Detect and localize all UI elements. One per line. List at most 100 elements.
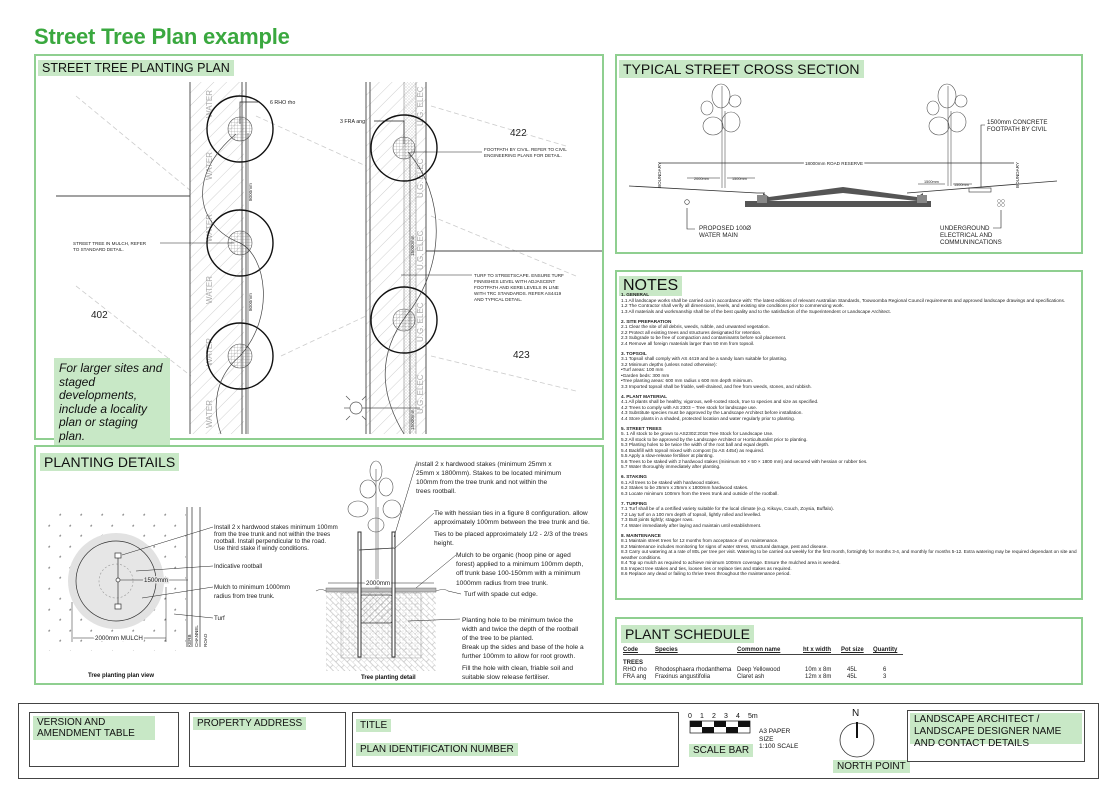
designer-box[interactable]: LANDSCAPE ARCHITECT / LANDSCAPE DESIGNER… [907, 710, 1085, 762]
stakes-plan-icon [114, 552, 122, 610]
notes-item: 4.2 Trees to comply with AS 2303 – Tree … [621, 404, 758, 410]
locality-plan-note: For larger sites and staged developments… [54, 358, 170, 447]
notes-item: 8.3 Carry out watering at a rate of 80L … [621, 549, 1077, 560]
page-title: Street Tree Plan example [34, 24, 290, 49]
svg-text:4: 4 [736, 713, 740, 720]
svg-text:25mm x 1800mm). Stakes to be l: 25mm x 1800mm). Stakes to be located min… [416, 470, 562, 477]
svg-text:WITH TRC STANDARDS. REFER AS44: WITH TRC STANDARDS. REFER AS4419 [474, 291, 562, 296]
svg-text:100mm from the tree trunk and: 100mm from the tree trunk and not within… [416, 479, 548, 486]
planting-details-drawing: ** 1500mm 2000mm MULCH [48, 460, 590, 681]
notes-item: 5.4 Backfill with topsoil mixed with com… [621, 447, 765, 453]
svg-text:Indicative rootball: Indicative rootball [214, 563, 262, 570]
lot-423: 423 [513, 350, 530, 361]
svg-text:Mulch to minimum 1000mm: Mulch to minimum 1000mm [214, 584, 290, 591]
svg-text:STREET TREE IN MULCH, REFER: STREET TREE IN MULCH, REFER [73, 241, 147, 246]
plan-dim-mulch: 2000mm MULCH [95, 635, 143, 642]
title-box[interactable]: TITLE PLAN IDENTIFICATION NUMBER [352, 712, 679, 767]
svg-text:U.G. ELEC: U.G. ELEC [416, 374, 425, 414]
svg-text:U.G. ELEC: U.G. ELEC [416, 302, 425, 342]
notes-section-heading: 1. GENERAL [621, 292, 650, 297]
mulch-layer [325, 587, 437, 593]
dim-right-tree: 1500mm [924, 180, 939, 184]
notes-item: 7.4 Water immediately after laying and m… [621, 522, 762, 528]
property-address-box[interactable]: PROPERTY ADDRESS [189, 712, 346, 767]
svg-text:U.G. ELEC: U.G. ELEC [416, 230, 425, 270]
fra-spacing-1: 15000mm [410, 235, 415, 256]
version-table-box[interactable]: VERSION AND AMENDMENT TABLE [29, 712, 179, 767]
svg-text:WATER: WATER [205, 276, 214, 304]
underground-label-1: UNDERGROUND [940, 225, 990, 232]
notes-item: 2.4 Remove all foreign materials larger … [621, 340, 755, 346]
notes-item: 5.7 Water thoroughly immediately after p… [621, 464, 721, 469]
svg-text:5m: 5m [748, 713, 758, 720]
svg-text:Install 2 x hardwood stakes mi: Install 2 x hardwood stakes minimum 100m… [214, 524, 338, 531]
notes-item: 4.1 All plants shall be healthy, vigorou… [621, 399, 819, 404]
svg-text:rootball. Install perpendicul: rootball. Install perpendicular to the r… [214, 538, 326, 545]
plant-schedule-table: Code Species Common name ht x width Pot … [623, 647, 903, 681]
notes-item: 3.2 Minimum depths (unless noted otherwi… [621, 361, 717, 367]
svg-text:FINNISHES LEVEL WITH ADJASCENT: FINNISHES LEVEL WITH ADJASCENT [474, 279, 555, 284]
boundary-right: BOUNDARY [1015, 162, 1020, 188]
fra-tree-2[interactable] [370, 286, 438, 354]
callout-turf: TURF TO STREETSCAPE. ENSURE TURF FINNISH… [401, 273, 564, 302]
svg-text:from the tree trunk and not wi: from the tree trunk and not within the t… [214, 531, 330, 538]
rho-spacing-2: 8000mm [248, 293, 253, 311]
water-main-label-2: WATER MAIN [699, 232, 738, 239]
fra-tree-label: 3 FRA ang [340, 119, 365, 125]
elec-line-labels: U.G. ELEC U.G. ELEC U.G. ELEC U.G. ELEC … [416, 86, 425, 414]
underground-label-2: ELECTRICAL AND [940, 232, 993, 239]
notes-item: 8.5 Inspect tree stakes and ties, loosen… [621, 565, 792, 571]
svg-text:height.: height. [434, 540, 454, 547]
svg-text:suitable slow release fertilis: suitable slow release fertiliser. [462, 674, 550, 681]
section-callout-mulch: Mulch to be organic (hoop pine or aged f… [415, 552, 583, 589]
plan-dim-radius: 1500mm [144, 577, 168, 584]
concrete-footpath [968, 187, 992, 193]
water-main-icon [684, 199, 690, 205]
svg-text:trees rootball.: trees rootball. [416, 488, 456, 495]
section-callout-stakes: Install 2 x hardwood stakes (minimum 25m… [393, 461, 562, 538]
notes-item: •Turf areas: 100 mm [621, 367, 664, 372]
table-row[interactable]: RHO rho Rhodosphaera rhodanthema Deep Ye… [623, 667, 887, 673]
notes-item: 2.1 Clear the site of all debris, weeds,… [621, 324, 770, 329]
notes-item: 5.5 Apply a slow-release fertiliser at p… [621, 453, 714, 458]
svg-text:2: 2 [712, 713, 716, 720]
svg-text:Use third stake if windy condi: Use third stake if windy conditions. [214, 545, 309, 552]
notes-item: 6.1 All trees to be staked with hardwood… [621, 479, 721, 485]
table-row[interactable]: FRA ang Fraxinus angustifolia Claret ash… [623, 674, 887, 680]
title-label: TITLE [356, 719, 392, 732]
svg-text:Ties to be placed approximatel: Ties to be placed approximately 1/2 - 2/… [434, 531, 588, 538]
plant-schedule-title: PLANT SCHEDULE [621, 625, 755, 643]
road-reserve-label: 18000mm ROAD RESERVE [805, 161, 863, 166]
section-callout-ties: Tie with hessian ties in a figure 8 conf… [393, 510, 590, 550]
rho-tree-label: 6 RHO rho [270, 100, 295, 106]
rho-tree-1[interactable] [206, 95, 274, 163]
notes-item: 2.3 Subgrade to be free of compaction an… [621, 335, 787, 340]
notes-item: 2.2 Protect all existing trees and struc… [621, 329, 762, 335]
notes-item: 7.1 Turf shall be of a certified variety… [621, 506, 835, 511]
svg-text:U.G. ELEC: U.G. ELEC [416, 158, 425, 198]
notes-section-heading: 2. SITE PREPARATION [621, 318, 672, 324]
planting-plan-drawing: WATER WATER WATER WATER WATER WATER 8000… [56, 82, 602, 435]
notes-item: 8.6 Replace any dead or failing to thriv… [621, 571, 791, 576]
rho-spacing-1: 8000mm [248, 183, 253, 201]
scale-bar: 0 1 2 3 4 5m [688, 713, 758, 734]
notes-item: •Garden beds: 300 mm [621, 372, 670, 378]
svg-text:Mulch to be organic (hoop pine: Mulch to be organic (hoop pine or aged [456, 552, 571, 559]
svg-text:Planting hole to be minimum tw: Planting hole to be minimum twice the [462, 617, 573, 624]
svg-text:3: 3 [724, 713, 728, 720]
street-tree-planting-plan-panel: STREET TREE PLANTING PLAN [34, 54, 604, 447]
notes-section-heading: 4. PLANT MATERIAL [621, 393, 668, 399]
notes-item: 1.3 All materials and workmanship shall … [621, 308, 891, 314]
notes-item: 7.2 Lay turf on a 100 mm depth of topsoi… [621, 511, 762, 517]
lot-422: 422 [510, 128, 527, 139]
svg-text:width and twice the depth of t: width and twice the depth of the rootbal… [461, 626, 579, 633]
north-letter: N [852, 708, 859, 719]
lot-boundary-lines [75, 95, 577, 392]
svg-text:Tie with hessian ties in a fig: Tie with hessian ties in a figure 8 conf… [434, 510, 588, 517]
stakes-section-icon [357, 531, 396, 658]
notes-item: 5.6 Trees to be staked with 2 hardwood s… [621, 458, 868, 464]
